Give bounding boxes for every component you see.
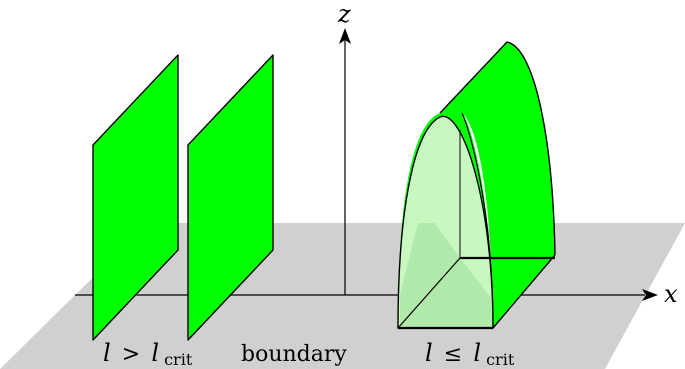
label-right-condition: l ≤ l crit — [425, 339, 515, 369]
arch-base-left-side — [397, 257, 461, 329]
arch-inner-shadow — [400, 223, 493, 328]
x-axis-label: x — [664, 280, 678, 308]
z-axis-label: z — [337, 0, 351, 28]
x-axis-arrowhead — [642, 289, 658, 301]
label-boundary: boundary — [241, 342, 347, 367]
arch-right-base-edge — [492, 254, 556, 329]
sheet-left-1 — [92, 54, 179, 341]
sheet-left-2 — [187, 54, 274, 341]
arch-top-edge — [439, 41, 556, 256]
z-axis-arrowhead — [339, 28, 351, 44]
label-left-condition: l > l crit — [103, 339, 193, 369]
arch-inner-back-curve — [461, 112, 494, 329]
